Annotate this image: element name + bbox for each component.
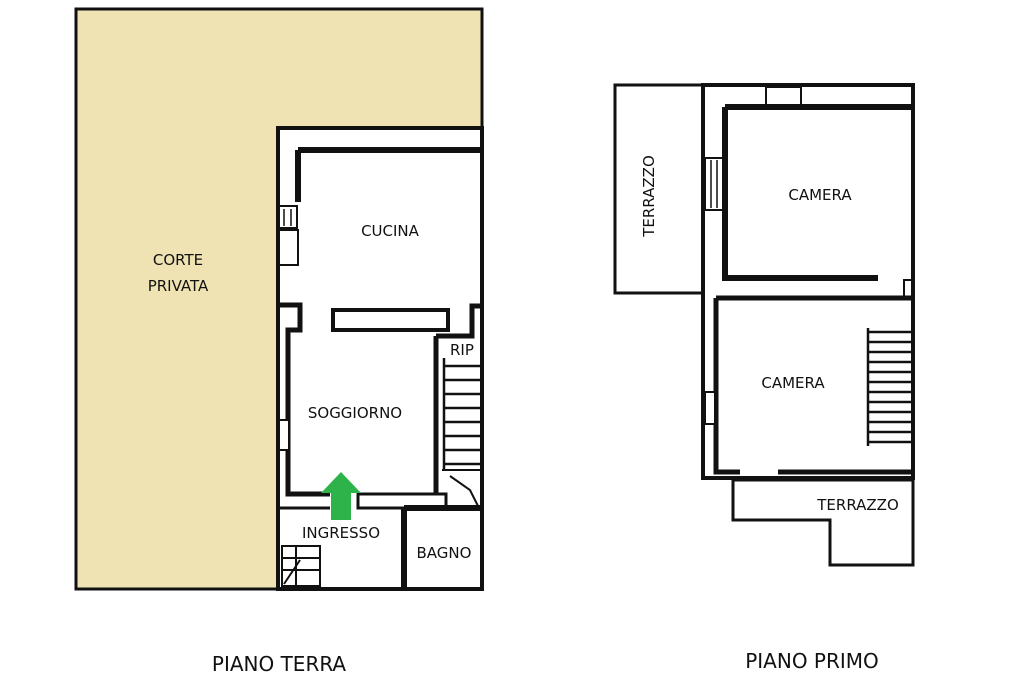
upper-bedroom-label: CAMERA — [788, 186, 852, 204]
first-floor-stairs — [866, 328, 912, 446]
ground-floor-plan: CORTE PRIVATA CUCINA RIP SOGGIORNO INGRE… — [74, 7, 484, 591]
side-terrace-label: TERRAZZO — [640, 155, 658, 238]
first-floor-plan: TERRAZZO CAMERA CAMERA TERRAZZO — [613, 83, 915, 567]
entrance-steps — [281, 545, 321, 587]
first-outer-walls — [701, 83, 915, 480]
living-label: SOGGIORNO — [308, 404, 402, 422]
side-terrace-area — [613, 83, 705, 295]
lower-bedroom-label: CAMERA — [761, 374, 825, 392]
bathroom-label: BAGNO — [417, 544, 472, 562]
stair-landing — [442, 469, 480, 507]
entry-arrow-icon — [321, 472, 361, 520]
bathroom-wall — [401, 505, 480, 589]
entrance-label: INGRESSO — [302, 524, 380, 542]
lower-window — [704, 391, 716, 425]
kitchen-window — [278, 205, 298, 229]
bottom-terrace-label: TERRAZZO — [816, 496, 899, 514]
courtyard-label-line1: CORTE — [153, 251, 203, 269]
lower-bedroom-wall — [713, 295, 913, 475]
kitchen-column — [278, 229, 299, 266]
kitchen-wall — [295, 147, 480, 202]
upper-window — [765, 86, 802, 106]
ground-floor-caption: PIANO TERRA — [212, 652, 347, 676]
side-door — [704, 157, 724, 211]
kitchen-label: CUCINA — [361, 222, 420, 240]
storage-label: RIP — [450, 341, 474, 359]
kitchen-living-partition — [331, 308, 450, 332]
living-window — [278, 419, 290, 451]
living-left-wall — [280, 302, 330, 497]
storage-wall — [433, 303, 480, 494]
upper-bedroom-wall — [722, 104, 913, 281]
bottom-terrace-area — [731, 478, 915, 567]
ground-stairs — [442, 358, 480, 470]
first-floor-caption: PIANO PRIMO — [745, 649, 879, 673]
courtyard-label-line2: PRIVATA — [148, 277, 209, 295]
